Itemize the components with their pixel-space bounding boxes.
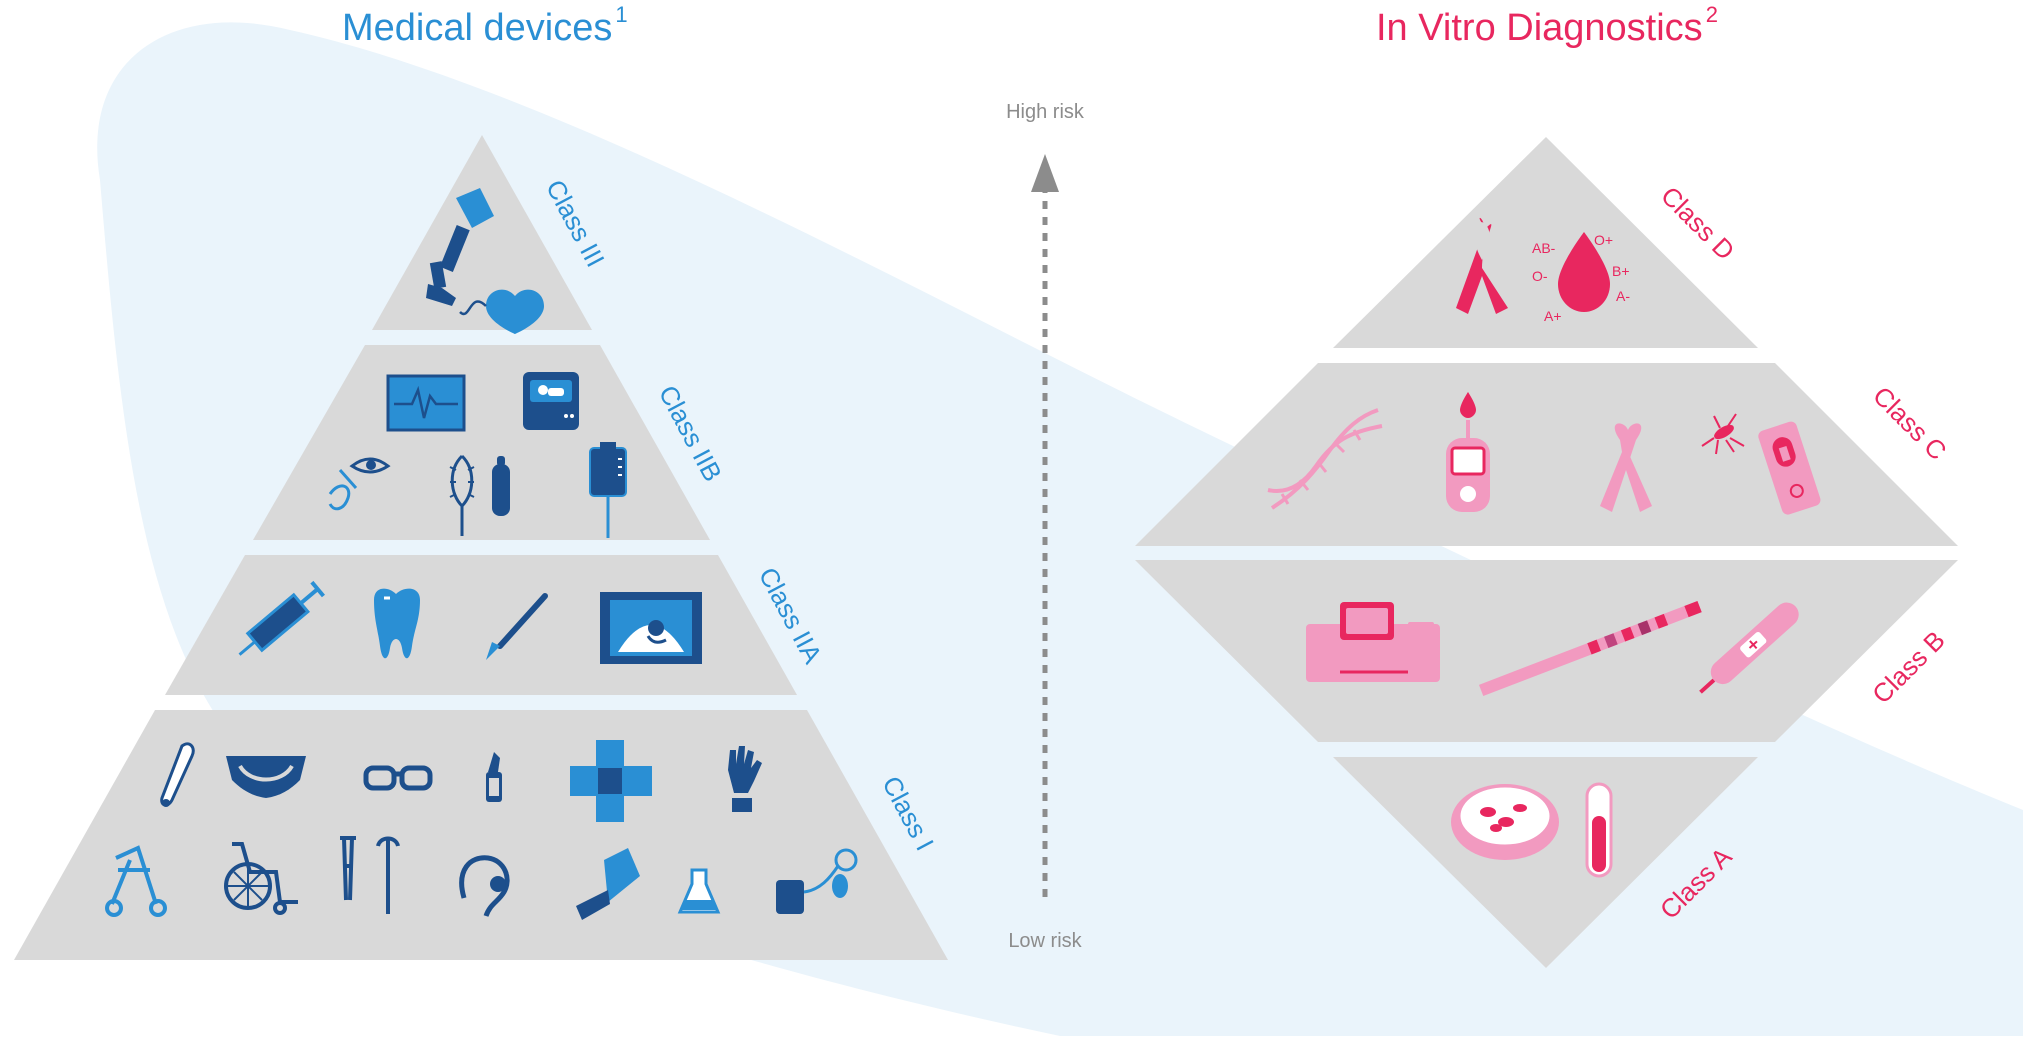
incubator-icon bbox=[523, 372, 579, 430]
blood-pressure-cuff-icon bbox=[776, 848, 858, 914]
inhaler-icon bbox=[576, 848, 640, 920]
hearing-aid-icon bbox=[459, 855, 510, 917]
ivd-tier-class-c bbox=[1135, 363, 1958, 546]
footnote-marker: 1 bbox=[615, 2, 628, 27]
glucose-meter-icon bbox=[1446, 392, 1490, 512]
otoscope-icon bbox=[486, 752, 502, 802]
urine-test-strip-icon bbox=[1478, 600, 1702, 697]
iv-drip-icon bbox=[589, 442, 627, 538]
awareness-ribbon-icon bbox=[1600, 423, 1652, 512]
thermometer-icon bbox=[160, 742, 195, 807]
blood-type-label: AB- bbox=[1532, 240, 1556, 256]
ivd-tier-class-a bbox=[1333, 757, 1758, 968]
heart-pacemaker-icon bbox=[459, 289, 544, 334]
blood-type-label: B+ bbox=[1612, 263, 1630, 279]
cancer-ribbon-icon bbox=[1456, 217, 1508, 314]
iud-contraceptive-icon bbox=[449, 454, 510, 536]
mosquito-icon bbox=[1701, 413, 1745, 455]
blood-type-label: O+ bbox=[1594, 232, 1614, 248]
high-risk-label: High risk bbox=[1006, 101, 1084, 123]
tooth-icon bbox=[374, 588, 420, 659]
md-tier-class-i bbox=[14, 710, 948, 960]
blood-type-label: O- bbox=[1532, 268, 1548, 284]
md-tier-class-iii bbox=[372, 135, 592, 330]
eye-laser-icon bbox=[328, 457, 391, 511]
ecg-monitor-icon bbox=[386, 374, 466, 432]
blood-type-label: A+ bbox=[1544, 308, 1562, 324]
low-risk-label: Low risk bbox=[1008, 930, 1082, 952]
footnote-marker: 2 bbox=[1705, 2, 1718, 27]
ivd-tier-class-d bbox=[1333, 137, 1758, 348]
rollator-walker-icon bbox=[105, 845, 167, 917]
scalpel-icon bbox=[486, 593, 548, 660]
first-aid-cross-icon bbox=[570, 740, 652, 822]
lab-flask-icon bbox=[677, 868, 721, 914]
risk-arrow bbox=[1031, 154, 1059, 905]
wheelchair-icon bbox=[224, 842, 298, 915]
diaper-icon bbox=[226, 756, 306, 798]
blood-type-label: A- bbox=[1616, 288, 1630, 304]
rapid-test-cassette-icon bbox=[1758, 421, 1821, 515]
crutches-icon bbox=[340, 836, 400, 914]
blood-drop-icon bbox=[1558, 232, 1610, 312]
prosthetic-leg-icon bbox=[426, 188, 494, 306]
syringe-icon bbox=[238, 580, 325, 656]
dna-icon bbox=[1267, 408, 1383, 510]
pregnancy-test-icon bbox=[1699, 602, 1799, 694]
petri-dish-icon bbox=[1451, 784, 1559, 860]
gloves-icon bbox=[728, 746, 762, 812]
ultrasound-screen-icon bbox=[600, 592, 702, 664]
analyzer-machine-icon bbox=[1306, 602, 1440, 682]
test-tube-icon bbox=[1585, 782, 1613, 878]
glasses-icon bbox=[363, 765, 433, 791]
